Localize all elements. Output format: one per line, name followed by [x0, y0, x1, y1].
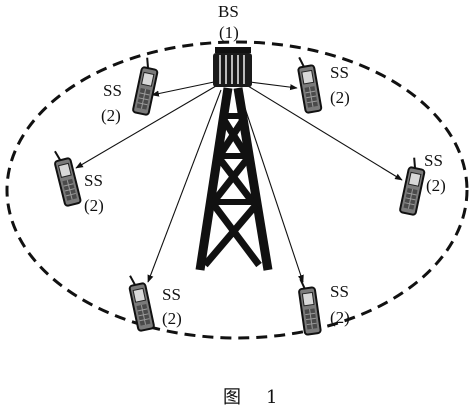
mobile-phone-icon: [295, 54, 323, 115]
base-station-tower-icon: [195, 47, 273, 271]
ss-index-label: (2): [426, 176, 446, 195]
ss-index-label: (2): [330, 88, 350, 107]
bs-label: BS: [218, 2, 239, 21]
mobile-phone-icon: [126, 272, 156, 333]
link-arrow-3: [75, 85, 217, 169]
ss-label: SS: [84, 171, 103, 190]
mobile-phone-icon: [131, 56, 161, 117]
ss-index-label: (2): [84, 196, 104, 215]
link-arrow-6: [238, 89, 304, 283]
ss-label: SS: [424, 151, 443, 170]
link-arrow-2: [249, 81, 298, 91]
link-arrow-5: [147, 89, 222, 283]
ss-label: SS: [162, 285, 181, 304]
ss-index-label: (2): [330, 308, 350, 327]
ss-index-label: (2): [162, 309, 182, 328]
ss-index-label: (2): [101, 106, 121, 125]
figure-caption-char: 图: [223, 387, 241, 408]
coverage-area-ellipse: [5, 40, 469, 340]
ss-label: SS: [330, 282, 349, 301]
signal-links: [75, 81, 403, 283]
mobile-phone-icon: [398, 156, 428, 217]
ss-label: SS: [103, 81, 122, 100]
mobile-phone-icon: [296, 276, 322, 336]
ss-label: SS: [330, 63, 349, 82]
bs-index-label: (1): [219, 23, 239, 42]
link-arrow-1: [151, 81, 215, 97]
figure-caption-number: 1: [266, 387, 277, 408]
mobile-phone-icon: [51, 147, 83, 208]
link-arrow-4: [247, 85, 403, 181]
